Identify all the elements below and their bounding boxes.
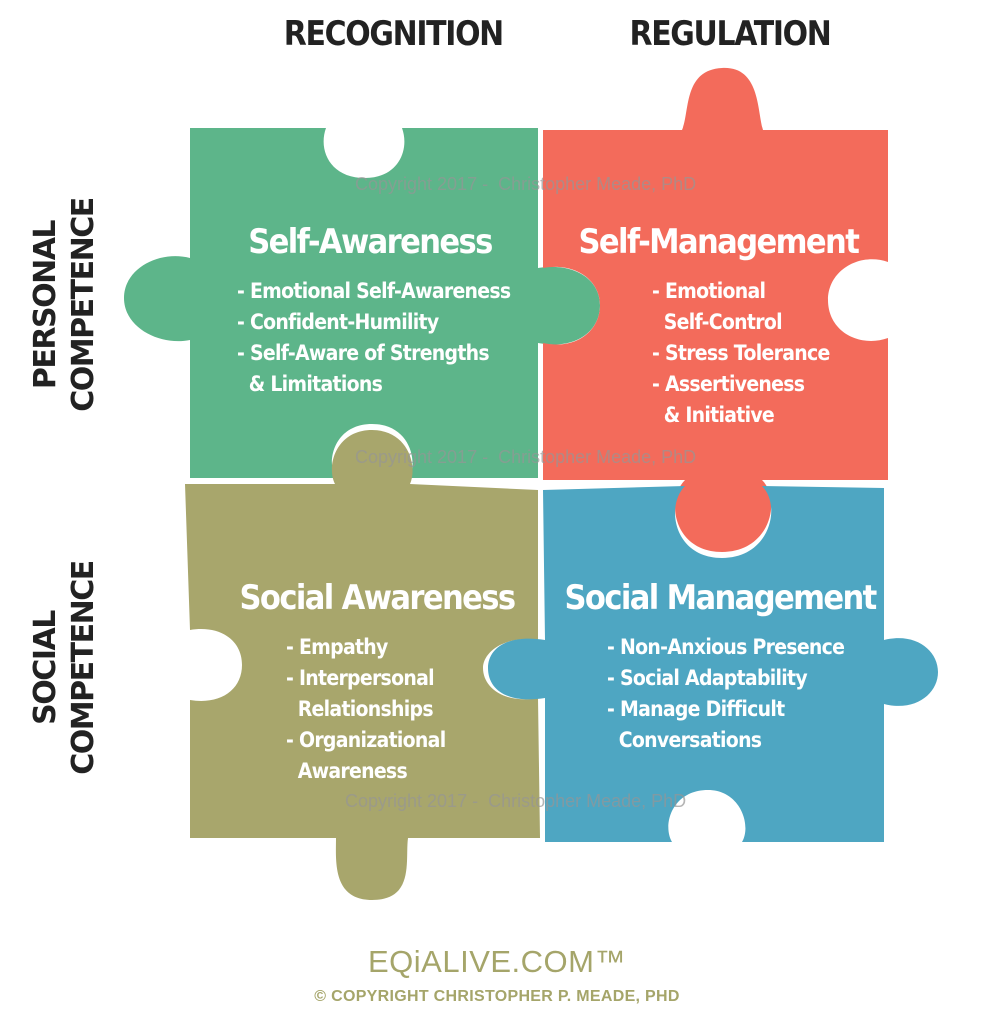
list-item: Awareness <box>286 759 408 783</box>
list-item: - Non-Anxious Presence <box>607 635 845 659</box>
copyright-watermark: Copyright 2017 - Christopher Meade, PhD <box>345 791 687 811</box>
column-header-recognition: RECOGNITION <box>283 14 504 54</box>
piece-list-self-management: - Emotional Self-Control - Stress Tolera… <box>652 276 849 431</box>
piece-list-self-awareness: - Emotional Self-Awareness - Confident-H… <box>237 276 541 400</box>
list-item: Self-Control <box>652 310 783 334</box>
copyright-watermark: Copyright 2017 - Christopher Meade, PhD <box>355 174 697 194</box>
piece-title-self-awareness: Self-Awareness <box>248 222 493 262</box>
list-item: & Limitations <box>237 372 383 396</box>
list-item: & Initiative <box>652 403 775 427</box>
piece-title-social-awareness: Social Awareness <box>239 578 517 618</box>
piece-title-social-management: Social Management <box>564 578 878 618</box>
footer-site-name: EQiALIVE.COM™ <box>368 944 626 979</box>
piece-list-social-management: - Non-Anxious Presence - Social Adaptabi… <box>607 632 871 756</box>
puzzle-piece-social-awareness <box>185 430 540 900</box>
piece-list-social-awareness: - Empathy - Interpersonal Relationships … <box>286 632 463 787</box>
list-item: - Social Adaptability <box>607 666 808 690</box>
piece-title-self-management: Self-Management <box>578 222 860 262</box>
list-item: - Organizational <box>286 728 446 752</box>
list-item: - Stress Tolerance <box>652 341 830 365</box>
list-item: - Interpersonal <box>286 666 435 690</box>
puzzle-piece-social-management <box>488 486 938 842</box>
list-item: - Empathy <box>286 635 388 659</box>
copyright-watermark: Copyright 2017 - Christopher Meade, PhD <box>355 447 697 467</box>
puzzle-piece-self-awareness <box>124 128 600 478</box>
puzzle-piece-self-management <box>543 67 888 552</box>
list-item: - Confident-Humility <box>237 310 439 334</box>
footer-copyright: © COPYRIGHT CHRISTOPHER P. MEADE, PHD <box>314 988 680 1005</box>
list-item: Relationships <box>286 697 434 721</box>
list-item: Conversations <box>607 728 762 752</box>
column-header-regulation: REGULATION <box>629 14 831 54</box>
list-item: - Emotional <box>652 279 766 303</box>
list-item: - Self-Aware of Strengths <box>237 341 490 365</box>
list-item: - Manage Difficult <box>607 697 785 721</box>
list-item: - Emotional Self-Awareness <box>237 279 511 303</box>
list-item: - Assertiveness <box>652 372 805 396</box>
